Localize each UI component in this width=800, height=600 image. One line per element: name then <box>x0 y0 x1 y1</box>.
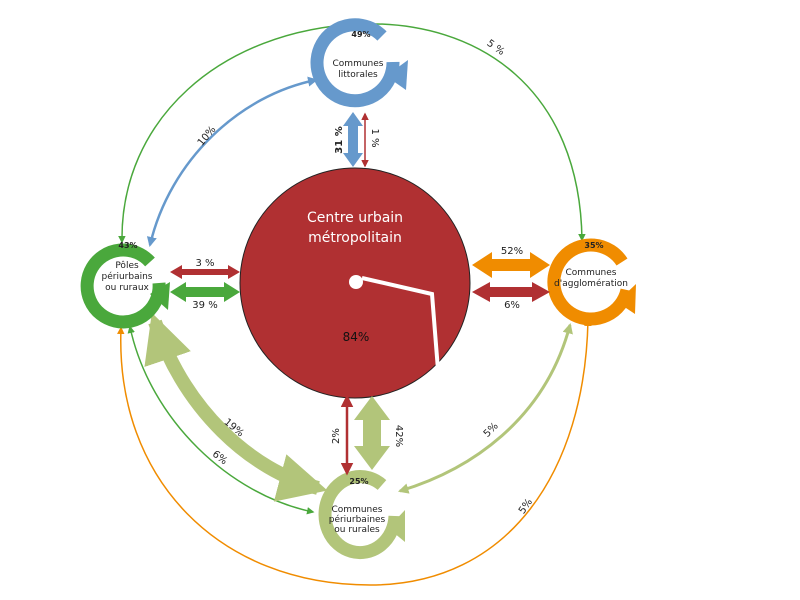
label-periurbaines-agglomeration: 5% <box>482 421 501 440</box>
poles-internal-pct: 43% <box>118 241 137 250</box>
littorales-loop-arrowhead-icon <box>386 60 408 90</box>
label-poles-periurbaines: 6% <box>210 449 229 467</box>
flow-arrow-periurbaines-poles-thick <box>144 312 328 502</box>
littorales-internal-pct: 49% <box>351 30 370 39</box>
label-poles-littorales: 10% <box>196 124 219 148</box>
flow-arrow-poles-littorales <box>146 76 318 247</box>
periurbaines-internal-pct: 25% <box>349 477 368 486</box>
label-centre-to-agglomeration: 6% <box>504 300 520 311</box>
flow-arrow-poles-centre <box>170 282 240 302</box>
poles-name-line3: ou ruraux <box>105 283 149 293</box>
label-centre-to-littorales: 1 % <box>369 128 380 147</box>
centre-loop-origin-icon <box>349 275 363 289</box>
poles-name-line2: périurbains <box>102 271 153 282</box>
poles-node: 43% Pôles périurbains ou ruraux <box>80 241 170 329</box>
periurbaines-name-line2: périurbaines <box>329 514 386 525</box>
littorales-name-line2: littorales <box>338 70 378 80</box>
periurbaines-name-line1: Communes <box>332 505 383 515</box>
periurbaines-name-line3: ou rurales <box>334 525 380 535</box>
label-littorales-to-centre: 31 % <box>334 126 345 153</box>
littorales-node: 49% Communes littorales <box>310 18 408 108</box>
periurbaines-loop-arrowhead-icon <box>388 510 405 542</box>
label-agglomeration-to-centre: 52% <box>501 246 523 257</box>
label-centre-to-poles: 3 % <box>195 258 214 269</box>
agglomeration-name-line1: Communes <box>566 268 617 278</box>
flow-arrow-periurbaines-agglomeration <box>397 322 573 494</box>
label-centre-to-periurbaines: 2% <box>331 428 342 444</box>
agglomeration-loop-arrowhead-icon <box>617 284 636 314</box>
agglomeration-internal-pct: 35% <box>584 241 603 250</box>
agglomeration-name-line2: d'agglomération <box>554 278 628 289</box>
centre-internal-pct: 84% <box>343 330 370 344</box>
poles-loop-arrowhead-icon <box>150 282 170 310</box>
label-poles-agglomeration-arc: 5% <box>517 497 535 516</box>
label-periurbaines-to-centre: 42% <box>393 425 404 447</box>
flow-arrow-agglomeration-centre <box>472 252 550 278</box>
flow-arrow-centre-agglomeration <box>472 282 550 302</box>
centre-loop-indicator <box>361 276 444 376</box>
littorales-name-line1: Communes <box>333 59 384 69</box>
centre-name-line1: Centre urbain <box>307 210 403 226</box>
flow-arrow-periurbaines-centre <box>354 396 390 470</box>
periurbaines-node: 25% Communes périurbaines ou rurales <box>318 470 405 560</box>
label-poles-to-centre: 39 % <box>192 300 217 311</box>
agglomeration-node: 35% Communes d'agglomération <box>547 238 636 326</box>
flow-arrow-littorales-centre <box>343 112 363 167</box>
poles-name-line1: Pôles <box>115 260 139 271</box>
flow-arrow-centre-poles <box>170 265 240 279</box>
centre-name-line2: métropolitain <box>308 230 402 246</box>
